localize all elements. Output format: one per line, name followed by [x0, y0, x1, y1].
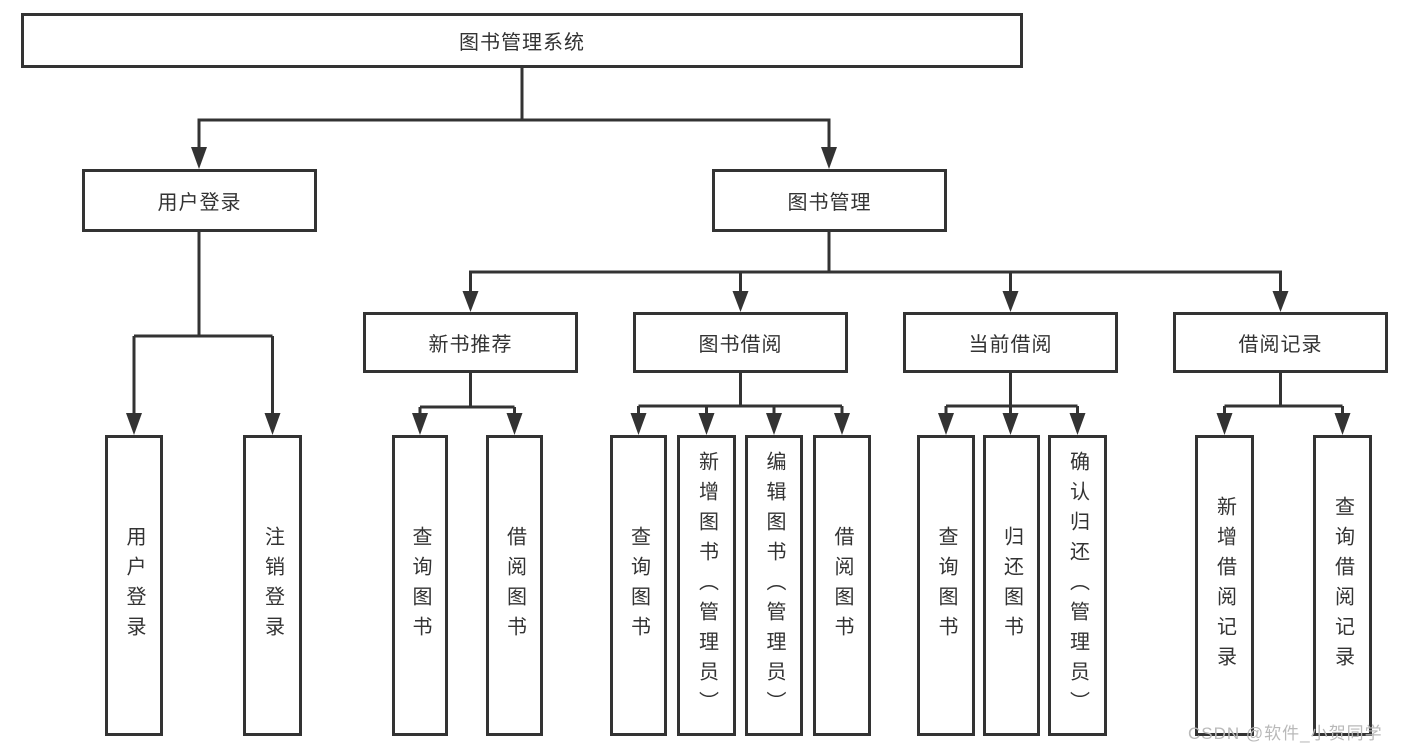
leaf-add-borrow-record: 新增借阅记录 [1195, 435, 1254, 736]
leaf-return-book-label: 归还图书 [1000, 525, 1023, 646]
leaf-edit-book-admin: 编辑图书（管理员） [745, 435, 803, 736]
node-borrow-record-label: 借阅记录 [1238, 334, 1323, 356]
leaf-confirm-return-admin: 确认归还（管理员） [1048, 435, 1107, 736]
leaf-user-login: 用户登录 [105, 435, 163, 736]
leaf-logout-label: 注销登录 [261, 525, 284, 646]
node-book-borrow-label: 图书借阅 [698, 334, 783, 356]
leaf-borrow-book-label: 借阅图书 [831, 525, 853, 646]
leaf-borrow-book: 借阅图书 [813, 435, 871, 736]
node-borrow-record: 借阅记录 [1173, 312, 1388, 373]
csdn-watermark: CSDN @软件_小贺同学 [1188, 724, 1383, 743]
leaf-user-login-label: 用户登录 [123, 525, 145, 646]
node-new-book-recommend: 新书推荐 [363, 312, 578, 373]
node-current-borrow: 当前借阅 [903, 312, 1118, 373]
node-book-management: 图书管理 [712, 169, 947, 232]
leaf-query-borrow-record: 查询借阅记录 [1313, 435, 1372, 736]
node-book-management-label: 图书管理 [787, 192, 872, 214]
connector-arrowheads [126, 147, 1351, 435]
connector-lines [132, 67, 1344, 418]
leaf-recommend-query-book-label: 查询图书 [409, 525, 431, 646]
leaf-logout: 注销登录 [243, 435, 302, 736]
leaf-current-query-book-label: 查询图书 [935, 525, 957, 646]
leaf-return-book: 归还图书 [983, 435, 1040, 736]
leaf-borrow-query-book-label: 查询图书 [627, 525, 650, 646]
node-library-system-label: 图书管理系统 [459, 32, 585, 54]
leaf-confirm-return-admin-label: 确认归还（管理员） [1066, 450, 1089, 721]
node-book-borrow: 图书借阅 [633, 312, 848, 373]
leaf-edit-book-admin-label: 编辑图书（管理员） [763, 450, 785, 721]
leaf-add-book-admin: 新增图书（管理员） [677, 435, 736, 736]
leaf-recommend-query-book: 查询图书 [392, 435, 448, 736]
leaf-add-book-admin-label: 新增图书（管理员） [695, 450, 718, 721]
leaf-recommend-borrow-book-label: 借阅图书 [503, 525, 526, 646]
leaf-add-borrow-record-label: 新增借阅记录 [1213, 495, 1236, 676]
node-user-login-label: 用户登录 [157, 192, 242, 214]
leaf-recommend-borrow-book: 借阅图书 [486, 435, 543, 736]
node-user-login: 用户登录 [82, 169, 317, 232]
node-current-borrow-label: 当前借阅 [968, 334, 1053, 356]
leaf-current-query-book: 查询图书 [917, 435, 975, 736]
leaf-query-borrow-record-label: 查询借阅记录 [1331, 495, 1354, 676]
node-library-system: 图书管理系统 [21, 13, 1023, 68]
node-new-book-recommend-label: 新书推荐 [428, 334, 513, 356]
leaf-borrow-query-book: 查询图书 [610, 435, 667, 736]
